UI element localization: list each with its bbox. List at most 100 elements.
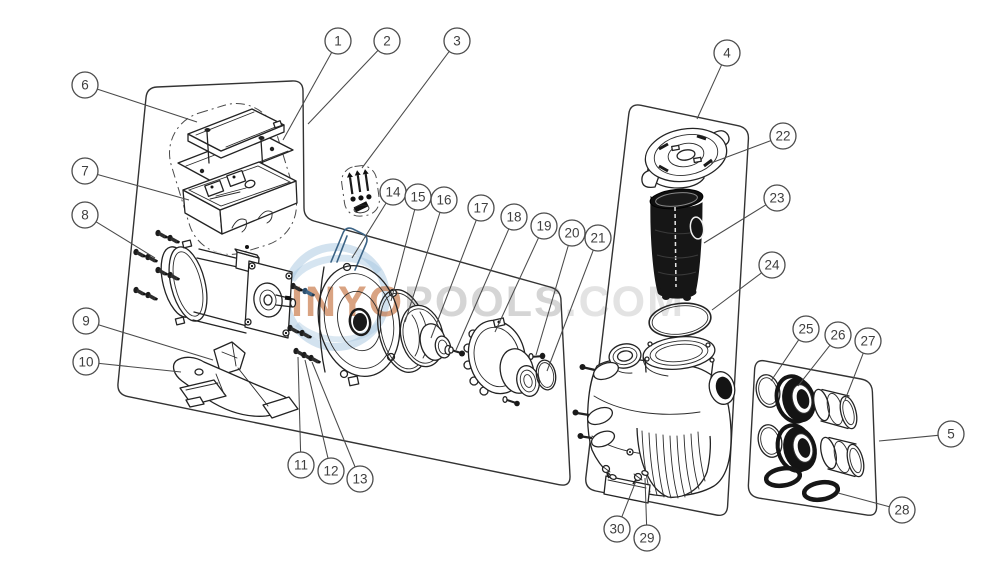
leader-line-12 (304, 359, 329, 459)
watermark-text: INYOPOOLS.COM (291, 278, 685, 326)
callout-balloon-19 (530, 212, 558, 240)
callout-balloon-3 (443, 27, 471, 55)
leader-line-11 (297, 356, 302, 453)
callout-number-23: 23 (769, 191, 784, 206)
diffuser-screw-drawing (528, 352, 546, 360)
callout-8: 8 (71, 201, 99, 229)
callout-7: 7 (71, 157, 99, 185)
tank-oring-drawing (648, 302, 712, 338)
callout-number-7: 7 (81, 164, 89, 179)
callout-number-13: 13 (352, 472, 367, 487)
leader-line-13 (311, 361, 356, 468)
motor-end-phantom-outline (169, 103, 297, 255)
callout-number-18: 18 (506, 210, 521, 225)
callout-balloon-27 (854, 327, 882, 355)
callout-balloon-28 (888, 496, 916, 524)
callout-number-14: 14 (385, 185, 401, 200)
callout-number-11: 11 (294, 458, 308, 473)
strainer-basket-drawing (649, 188, 705, 301)
callout-number-24: 24 (764, 258, 780, 273)
leader-line-4 (696, 64, 723, 120)
callout-balloon-7 (71, 157, 99, 185)
callout-balloon-21 (584, 224, 612, 252)
motor-terminal-compartment-drawing (182, 128, 298, 235)
callout-number-3: 3 (453, 34, 461, 49)
leader-line-29 (644, 477, 648, 526)
callout-15: 15 (404, 183, 432, 211)
callout-balloon-29 (633, 524, 661, 552)
motor-base-drawing (172, 341, 299, 419)
impeller-screw-drawing (448, 346, 465, 357)
callout-4: 4 (713, 39, 741, 67)
flat-oring-drawings (763, 465, 841, 503)
callout-balloon-20 (558, 219, 586, 247)
leader-line-27 (844, 352, 864, 401)
leader-line-20 (535, 245, 569, 356)
leader-line-2 (307, 50, 379, 125)
callout-17: 17 (467, 194, 495, 222)
callout-number-26: 26 (830, 328, 845, 343)
callout-balloon-5 (937, 420, 965, 448)
callout-balloon-9 (72, 307, 100, 335)
callout-number-9: 9 (82, 314, 90, 329)
leader-line-5 (878, 434, 939, 442)
callout-3: 3 (443, 27, 471, 55)
callout-number-10: 10 (78, 355, 93, 370)
leader-line-22 (710, 140, 771, 164)
callout-balloon-26 (824, 321, 852, 349)
callout-number-20: 20 (564, 226, 579, 241)
callout-13: 13 (346, 465, 374, 493)
callout-27: 27 (854, 327, 882, 355)
leader-line-21 (546, 249, 594, 372)
callout-29: 29 (633, 524, 661, 552)
callout-12: 12 (317, 457, 345, 485)
leader-line-8 (95, 221, 156, 259)
callout-balloon-30 (603, 515, 631, 543)
watermark-swoosh2-icon (294, 321, 382, 343)
callout-balloon-22 (769, 122, 797, 150)
callout-number-1: 1 (334, 34, 342, 49)
callout-balloon-4 (713, 39, 741, 67)
callout-number-22: 22 (775, 129, 790, 144)
callout-10: 10 (72, 348, 100, 376)
callout-19: 19 (530, 212, 558, 240)
hardware-kit-drawing (341, 165, 380, 217)
leader-line-28 (837, 492, 890, 508)
leader-line-25 (770, 339, 800, 382)
callout-number-4: 4 (723, 46, 731, 61)
callout-25: 25 (792, 315, 820, 343)
callout-number-16: 16 (436, 193, 451, 208)
diffuser-drawing (463, 317, 540, 407)
callout-21: 21 (584, 224, 612, 252)
callout-6: 6 (71, 71, 99, 99)
callout-22: 22 (769, 122, 797, 150)
strainer-lid-drawing (641, 127, 730, 189)
leader-line-30 (621, 480, 637, 518)
callout-23: 23 (763, 184, 791, 212)
callout-number-19: 19 (536, 219, 551, 234)
callout-number-12: 12 (323, 464, 338, 479)
callout-26: 26 (824, 321, 852, 349)
callout-14: 14 (379, 178, 407, 206)
leader-line-15 (390, 209, 416, 302)
callout-balloon-6 (71, 71, 99, 99)
callout-11: 11 (287, 451, 315, 479)
callout-5: 5 (937, 420, 965, 448)
callout-1: 1 (324, 27, 352, 55)
watermark-text-inyo: INYO (291, 278, 404, 326)
callout-9: 9 (72, 307, 100, 335)
callout-balloon-18 (500, 203, 528, 231)
leader-line-6 (97, 88, 198, 123)
leader-line-9 (98, 324, 214, 361)
callout-balloon-16 (430, 186, 458, 214)
union-nut-drawings (774, 374, 817, 473)
callout-28: 28 (888, 496, 916, 524)
callout-18: 18 (500, 203, 528, 231)
leader-line-1 (282, 52, 333, 141)
callout-balloon-17 (467, 194, 495, 222)
group-box-motor-assembly (117, 80, 571, 486)
leader-line-23 (703, 204, 767, 244)
callout-balloon-8 (71, 201, 99, 229)
callout-balloon-13 (346, 465, 374, 493)
